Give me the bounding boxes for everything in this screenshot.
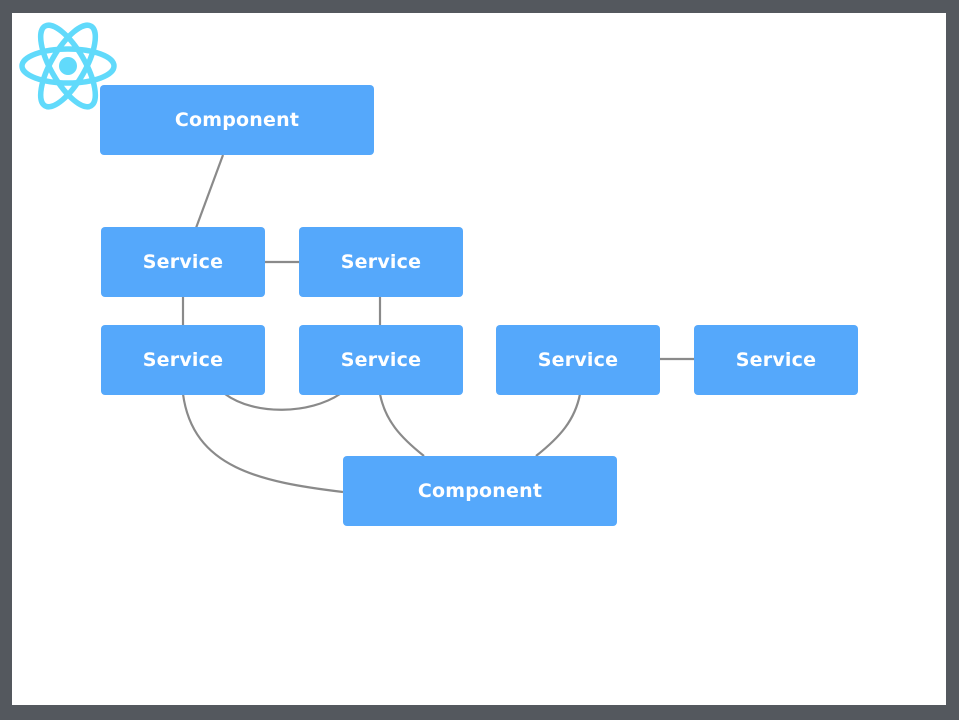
service-label: Service: [340, 251, 422, 273]
service-label: Service: [142, 349, 224, 371]
service-label: Service: [735, 349, 817, 371]
service-label: Service: [340, 349, 422, 371]
connector-top-component-service: [194, 154, 225, 229]
service-label: Service: [142, 251, 224, 273]
service-node-row2-3: Service: [496, 325, 660, 395]
service-node-row1-left: Service: [101, 227, 265, 297]
connector-left-service-bottom-component: [181, 393, 344, 494]
connector-mid-service-bottom-component: [378, 393, 425, 457]
service-node-row2-4: Service: [694, 325, 858, 395]
react-atom-icon: [19, 22, 117, 110]
bottom-component-node: Component: [343, 456, 617, 526]
service-label: Service: [537, 349, 619, 371]
service-node-row2-1: Service: [101, 325, 265, 395]
service-node-row1-right: Service: [299, 227, 463, 297]
connector-right-service-bottom-component: [535, 393, 582, 457]
connector-service-service-arc: [224, 393, 341, 411]
service-node-row2-2: Service: [299, 325, 463, 395]
top-component-node: Component: [100, 85, 374, 155]
bottom-component-label: Component: [417, 480, 543, 502]
top-component-label: Component: [174, 109, 300, 131]
